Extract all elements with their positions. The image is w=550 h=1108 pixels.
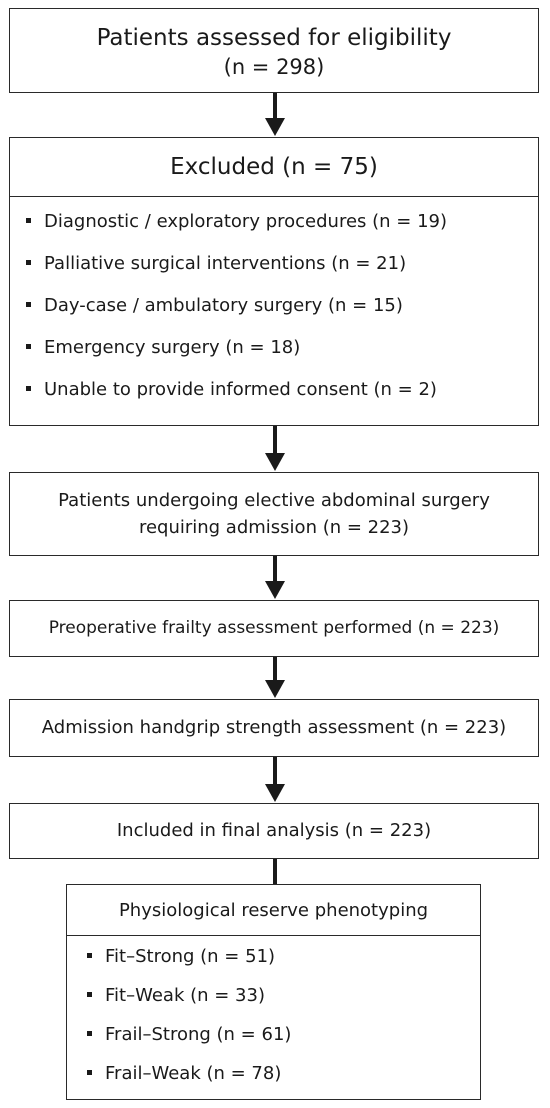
- frailty-box: Preoperative frailty assessment performe…: [9, 600, 539, 657]
- excluded-list: Diagnostic / exploratory procedures (n =…: [10, 197, 538, 421]
- assessed-count: (n = 298): [223, 55, 325, 79]
- bullet-icon: [87, 992, 92, 997]
- bullet-icon: [26, 386, 31, 391]
- connector-line: [273, 859, 277, 885]
- bullet-icon: [26, 260, 31, 265]
- list-item: Fit–Strong (n = 51): [87, 946, 480, 985]
- arrow-5: [265, 757, 285, 802]
- bullet-icon: [87, 1070, 92, 1075]
- handgrip-text: Admission handgrip strength assessment (…: [41, 717, 507, 738]
- bullet-icon: [87, 1031, 92, 1036]
- elective-line1: Patients undergoing elective abdominal s…: [58, 490, 490, 511]
- list-item: Palliative surgical interventions (n = 2…: [26, 253, 538, 295]
- elective-box: Patients undergoing elective abdominal s…: [9, 472, 539, 556]
- list-item: Fit–Weak (n = 33): [87, 985, 480, 1024]
- elective-line2: requiring admission (n = 223): [138, 517, 410, 538]
- assessed-title: Patients assessed for eligibility: [96, 25, 452, 51]
- assessed-box: Patients assessed for eligibility (n = 2…: [9, 8, 539, 93]
- list-item: Frail–Strong (n = 61): [87, 1024, 480, 1063]
- excluded-header: Excluded (n = 75): [10, 138, 538, 197]
- phenotyping-header: Physiological reserve phenotyping: [67, 885, 480, 936]
- arrow-3: [265, 556, 285, 599]
- bullet-icon: [26, 218, 31, 223]
- handgrip-box: Admission handgrip strength assessment (…: [9, 699, 539, 757]
- bullet-icon: [87, 953, 92, 958]
- list-item: Unable to provide informed consent (n = …: [26, 379, 538, 421]
- phenotyping-list: Fit–Strong (n = 51) Fit–Weak (n = 33) Fr…: [67, 936, 480, 1102]
- included-text: Included in final analysis (n = 223): [116, 820, 432, 841]
- bullet-icon: [26, 302, 31, 307]
- phenotyping-box: Physiological reserve phenotyping Fit–St…: [66, 884, 481, 1100]
- arrow-1: [265, 93, 285, 136]
- bullet-icon: [26, 344, 31, 349]
- list-item: Frail–Weak (n = 78): [87, 1063, 480, 1102]
- arrow-2: [265, 426, 285, 471]
- list-item: Day-case / ambulatory surgery (n = 15): [26, 295, 538, 337]
- included-box: Included in final analysis (n = 223): [9, 803, 539, 859]
- arrow-4: [265, 657, 285, 698]
- list-item: Diagnostic / exploratory procedures (n =…: [26, 211, 538, 253]
- excluded-box: Excluded (n = 75) Diagnostic / explorato…: [9, 137, 539, 426]
- frailty-text: Preoperative frailty assessment performe…: [48, 618, 500, 638]
- list-item: Emergency surgery (n = 18): [26, 337, 538, 379]
